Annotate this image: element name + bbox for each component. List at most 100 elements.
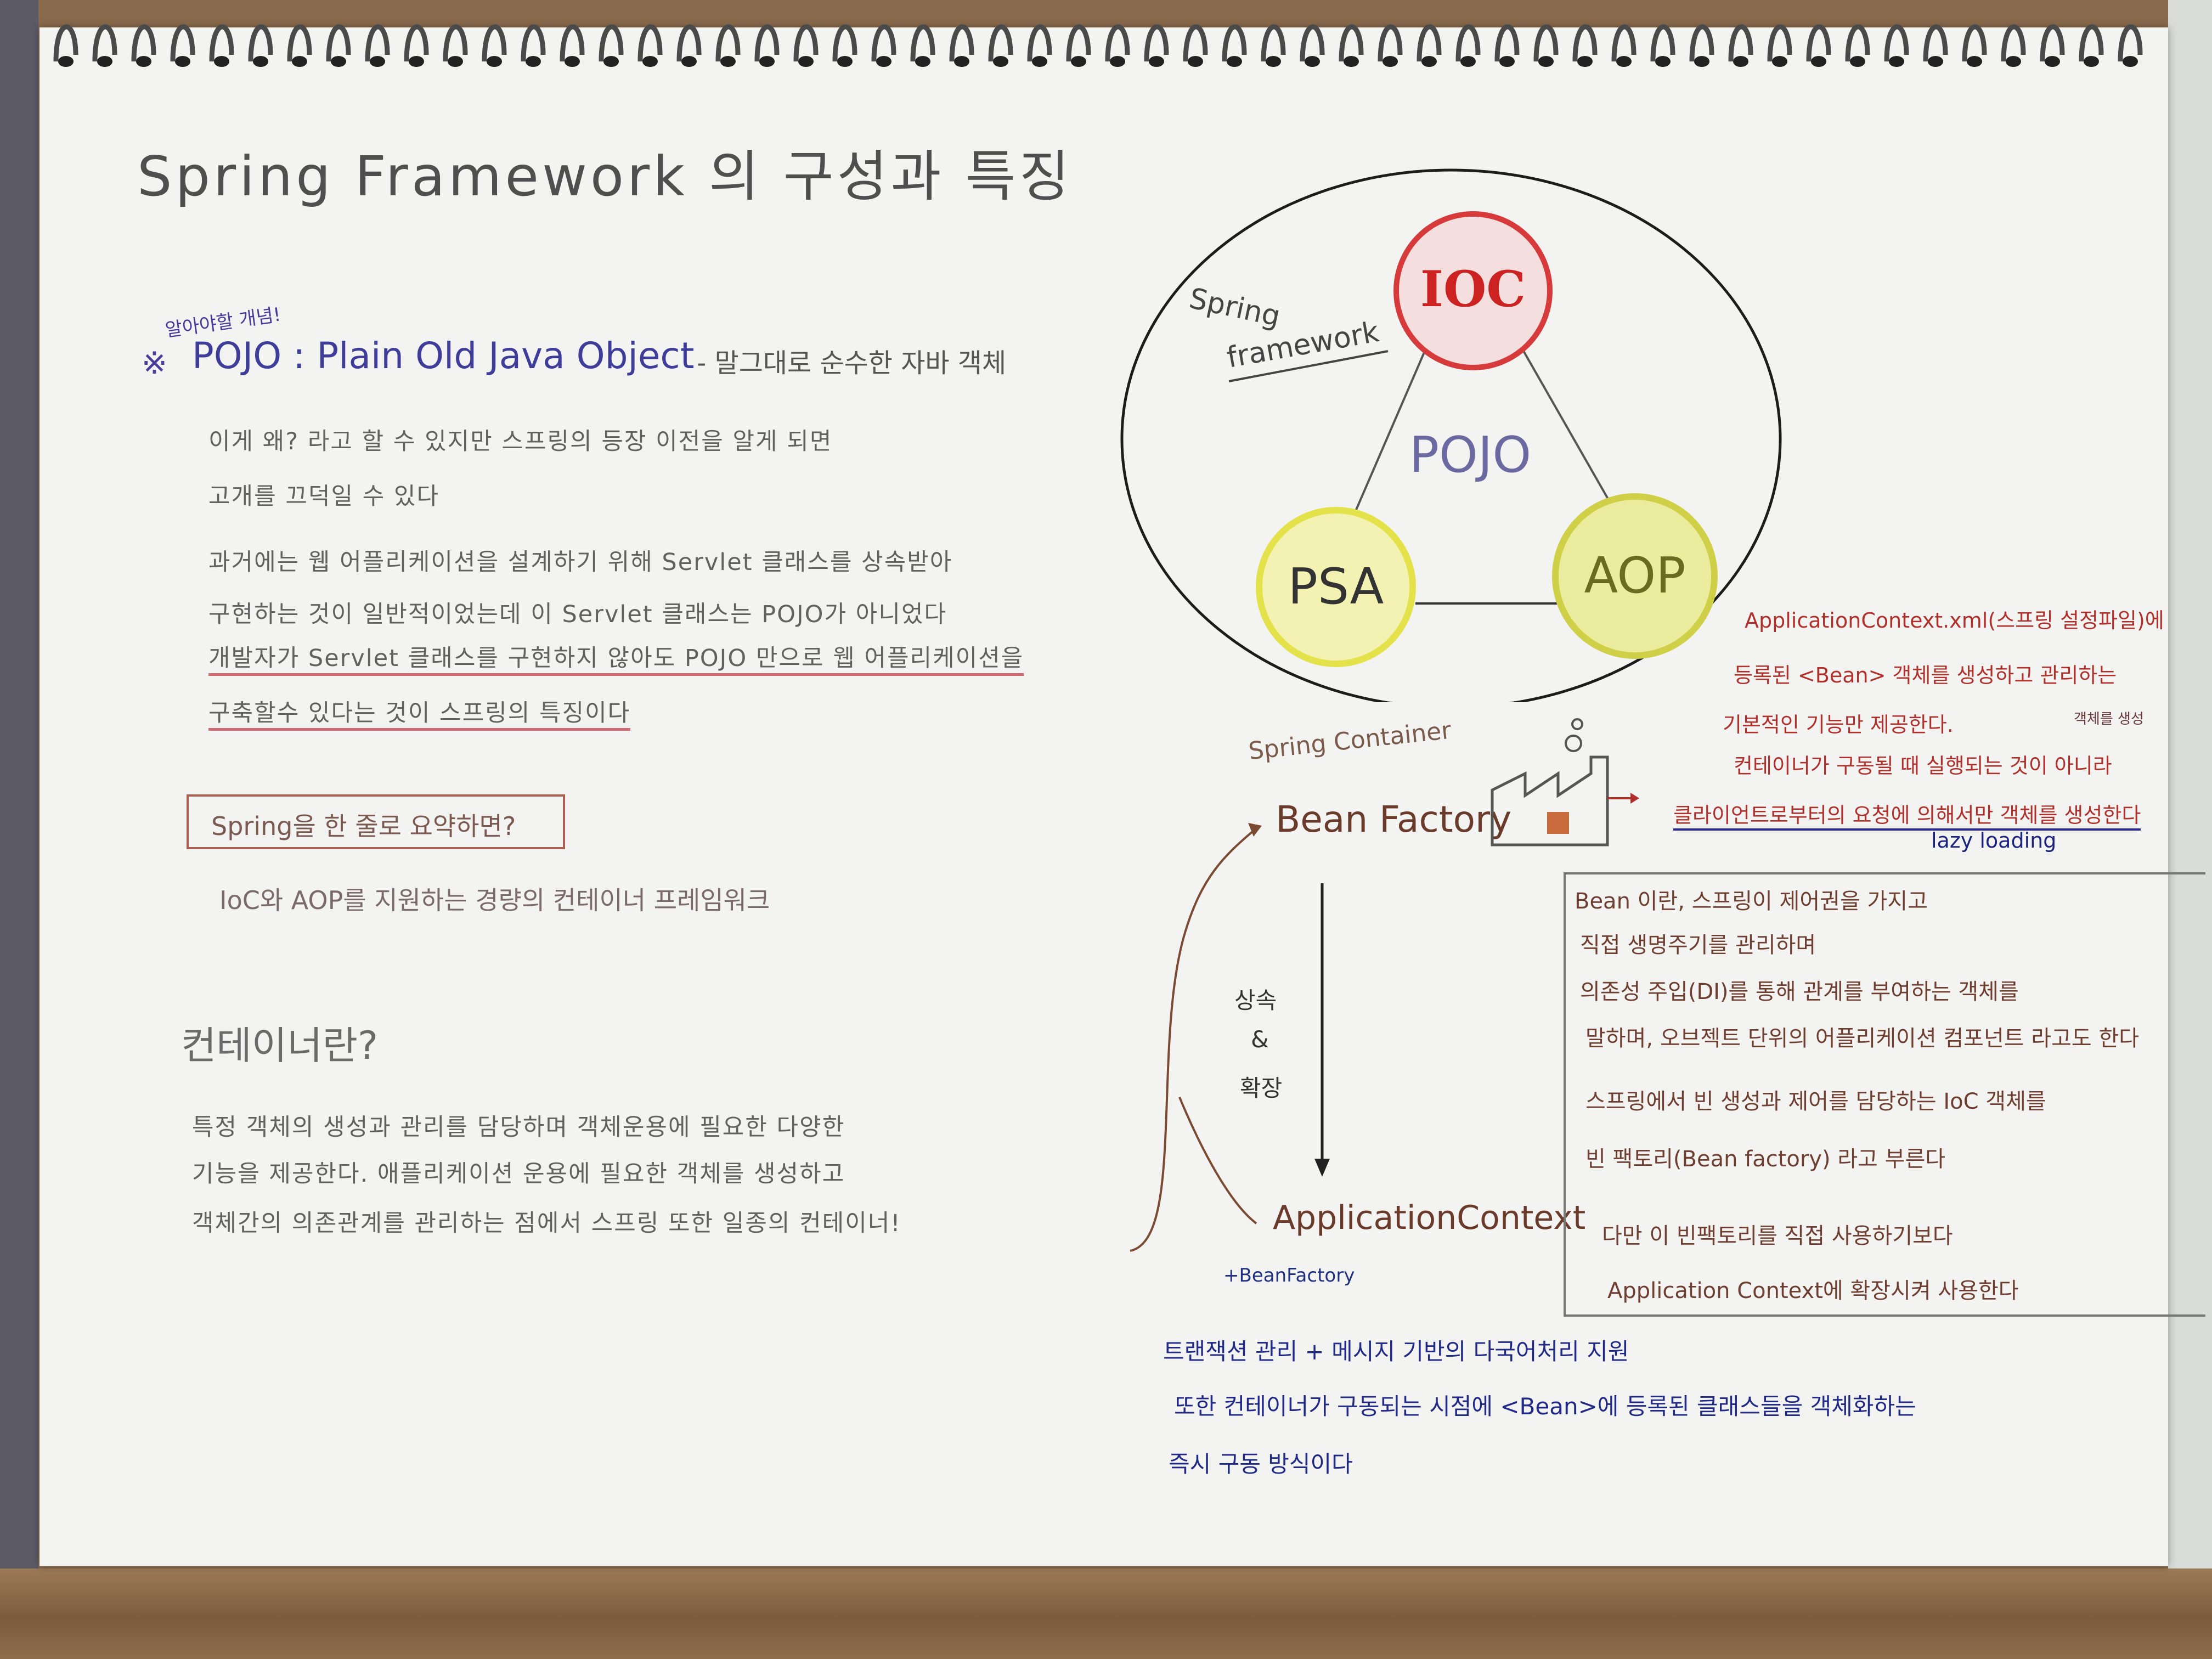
desk-right-edge xyxy=(2168,0,2212,1569)
binding-hole xyxy=(1694,56,1709,67)
aop-label: AOP xyxy=(1584,547,1685,605)
summary-box xyxy=(187,794,565,849)
binding-coil xyxy=(1417,24,1442,62)
binding-coil xyxy=(1494,24,1520,62)
binding-coil xyxy=(1962,24,1987,62)
binding-coil xyxy=(521,24,546,62)
binding-coil xyxy=(443,24,468,62)
psa-label: PSA xyxy=(1288,558,1384,616)
container-heading: 컨테이너란? xyxy=(181,1023,379,1068)
binding-coil xyxy=(988,24,1013,62)
binding-hole xyxy=(136,56,151,67)
binding-coil xyxy=(1222,24,1247,62)
binding-hole xyxy=(798,56,814,67)
pojo-line-1: 이게 왜? 라고 할 수 있지만 스프링의 등장 이전을 알게 되면 xyxy=(208,428,833,455)
container-arrows xyxy=(1130,823,1330,1252)
binding-hole xyxy=(1499,56,1515,67)
binding-hole xyxy=(2045,56,2060,67)
bf-note-1: ApplicationContext.xml(스프링 설정파일)에 xyxy=(1745,608,2164,633)
binding-coil xyxy=(170,24,195,62)
binding-coil xyxy=(871,24,896,62)
pojo-line-3: 과거에는 웹 어플리케이션을 설계하기 위해 Servlet 클래스를 상속받아 xyxy=(208,549,953,576)
aop-circle xyxy=(1552,493,1718,659)
binding-hole xyxy=(1577,56,1593,67)
binding-coil xyxy=(1611,24,1637,62)
binding-coil xyxy=(832,24,857,62)
binding-hole xyxy=(1266,56,1281,67)
bf-side-note: 객체를 생성 xyxy=(2074,711,2144,727)
framework-label-line1: Spring xyxy=(1186,282,1283,334)
binding-coil xyxy=(1533,24,1559,62)
curve-to-bean-factory xyxy=(1130,827,1257,1252)
binding-hole xyxy=(1460,56,1476,67)
binding-coil xyxy=(1650,24,1675,62)
binding-hole xyxy=(448,56,463,67)
binding-hole xyxy=(2006,56,2021,67)
triangle-edge-ioc-psa xyxy=(1343,334,1433,538)
binding-coil xyxy=(637,24,663,62)
psa-circle xyxy=(1256,507,1416,667)
binding-coil xyxy=(92,24,117,62)
binding-coil xyxy=(1728,24,1753,62)
binding-hole xyxy=(1110,56,1125,67)
binding-hole xyxy=(1344,56,1359,67)
bean-line-5: 스프링에서 빈 생성과 제어를 담당하는 IoC 객체를 xyxy=(1585,1089,2046,1114)
binding-coil xyxy=(1923,24,1948,62)
curve-to-app-context xyxy=(1178,1097,1257,1224)
binding-coil xyxy=(53,24,78,62)
binding-hole xyxy=(1616,56,1632,67)
bean-factory-arrow-right xyxy=(1607,793,1639,804)
binding-hole xyxy=(1967,56,1982,67)
binding-hole xyxy=(1227,56,1242,67)
binding-coil xyxy=(365,24,390,62)
binding-coil xyxy=(1455,24,1481,62)
binding-coil xyxy=(131,24,156,62)
binding-coil xyxy=(1300,24,1325,62)
bean-line-7: 다만 이 빈팩토리를 직접 사용하기보다 xyxy=(1602,1223,1953,1249)
binding-hole xyxy=(1928,56,1943,67)
pojo-line-4: 구현하는 것이 일반적이었는데 이 Servlet 클래스는 POJO가 아니었… xyxy=(208,601,947,628)
bean-definition-box xyxy=(1564,872,2205,1317)
summary-answer: IoC와 AOP를 지원하는 경량의 컨테이너 프레임워크 xyxy=(219,885,770,915)
triangle-edge-ioc-aop xyxy=(1513,334,1625,527)
binding-hole xyxy=(1188,56,1203,67)
binding-hole xyxy=(331,56,346,67)
container-line-1: 특정 객체의 생성과 관리를 담당하며 객체운용에 필요한 다양한 xyxy=(192,1114,845,1141)
binding-coil xyxy=(949,24,974,62)
binding-hole xyxy=(1772,56,1787,67)
factory-icon xyxy=(1491,718,1609,847)
framework-outer-circle xyxy=(1120,168,1782,702)
binding-coil xyxy=(1689,24,1714,62)
ioc-label: IOC xyxy=(1420,260,1526,318)
binding-hole xyxy=(1889,56,1904,67)
summary-question: Spring을 한 줄로 요약하면? xyxy=(211,811,516,841)
binding-coil xyxy=(1378,24,1403,62)
binding-hole xyxy=(1071,56,1086,67)
binding-coil xyxy=(1884,24,1909,62)
binding-coil xyxy=(560,24,585,62)
binding-hole xyxy=(1149,56,1164,67)
binding-hole xyxy=(1655,56,1671,67)
binding-coil xyxy=(1806,24,1831,62)
binding-hole xyxy=(487,56,502,67)
desk-left-edge xyxy=(0,0,38,1659)
ac-note-1: 트랜잭션 관리 + 메시지 기반의 다국어처리 지원 xyxy=(1163,1338,1629,1365)
spiral-binding xyxy=(53,24,2143,67)
binding-hole xyxy=(175,56,190,67)
binding-coil xyxy=(715,24,741,62)
binding-hole xyxy=(292,56,307,67)
binding-hole xyxy=(759,56,775,67)
binding-hole xyxy=(681,56,697,67)
spring-framework-diagram: IOC PSA AOP POJO Spring framework xyxy=(1120,168,1782,702)
pojo-line-2: 고개를 끄덕일 수 있다 xyxy=(208,483,440,510)
binding-hole xyxy=(720,56,736,67)
binding-coil xyxy=(793,24,819,62)
binding-hole xyxy=(954,56,969,67)
binding-hole xyxy=(409,56,424,67)
binding-hole xyxy=(58,56,74,67)
bean-line-8: Application Context에 확장시켜 사용한다 xyxy=(1607,1278,2019,1304)
lazy-loading-label: lazy loading xyxy=(1931,828,2057,853)
binding-hole xyxy=(1733,56,1748,67)
binding-coil xyxy=(209,24,234,62)
inherit-label-1: 상속 xyxy=(1234,987,1277,1014)
